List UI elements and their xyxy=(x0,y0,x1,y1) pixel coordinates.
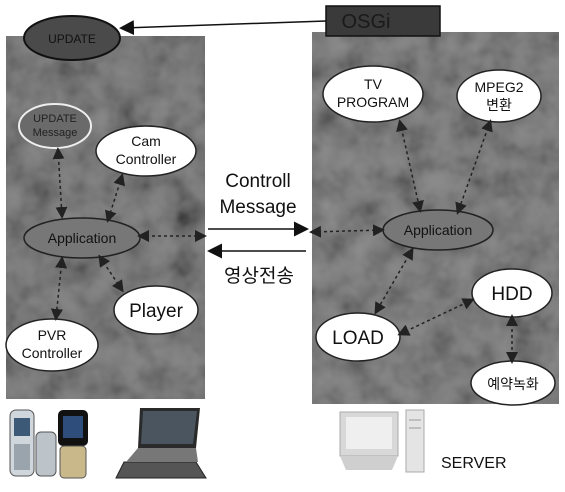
mpeg2-line2: 변환 xyxy=(486,97,512,113)
server-connectors xyxy=(309,119,518,364)
player-node xyxy=(113,285,199,335)
update-node xyxy=(23,15,121,61)
update-node-label: UPDATE xyxy=(48,32,96,46)
update-message-node xyxy=(18,103,92,149)
load-node xyxy=(315,312,401,362)
server-label: SERVER xyxy=(441,455,507,472)
player-label: Player xyxy=(129,301,184,322)
osgi-to-update-arrow xyxy=(119,20,327,36)
client-application-label: Application xyxy=(48,230,117,246)
osgi-label: OSGi xyxy=(342,11,391,33)
cam-controller-node xyxy=(95,125,197,177)
control-message-line1: Controll xyxy=(225,171,290,192)
update-message-line1: UPDATE xyxy=(33,113,77,125)
client-connectors xyxy=(50,147,207,321)
pvr-controller-line1: PVR xyxy=(38,327,67,343)
tv-program-node xyxy=(322,65,424,123)
laptop-icon xyxy=(115,408,207,479)
cam-controller-line2: Controller xyxy=(116,151,177,167)
mobile-phone-icon xyxy=(9,409,57,477)
control-message-line2: Message xyxy=(219,197,296,218)
update-message-line2: Message xyxy=(33,127,78,139)
mpeg2-line1: MPEG2 xyxy=(474,79,523,95)
load-label: LOAD xyxy=(332,328,384,349)
tv-program-line1: TV xyxy=(364,76,383,92)
server-computer-icon xyxy=(339,409,425,473)
mpeg2-node xyxy=(456,69,542,123)
reserve-record-label: 예약녹화 xyxy=(487,376,539,392)
hdd-label: HDD xyxy=(491,284,532,305)
flip-phone-icon xyxy=(58,410,88,479)
osgi-box xyxy=(325,5,441,37)
tv-program-line2: PROGRAM xyxy=(337,94,409,110)
cam-controller-line1: Cam xyxy=(131,133,161,149)
server-application-label: Application xyxy=(404,222,473,238)
pvr-controller-line2: Controller xyxy=(22,345,83,361)
video-transfer-label: 영상전송 xyxy=(224,265,294,287)
